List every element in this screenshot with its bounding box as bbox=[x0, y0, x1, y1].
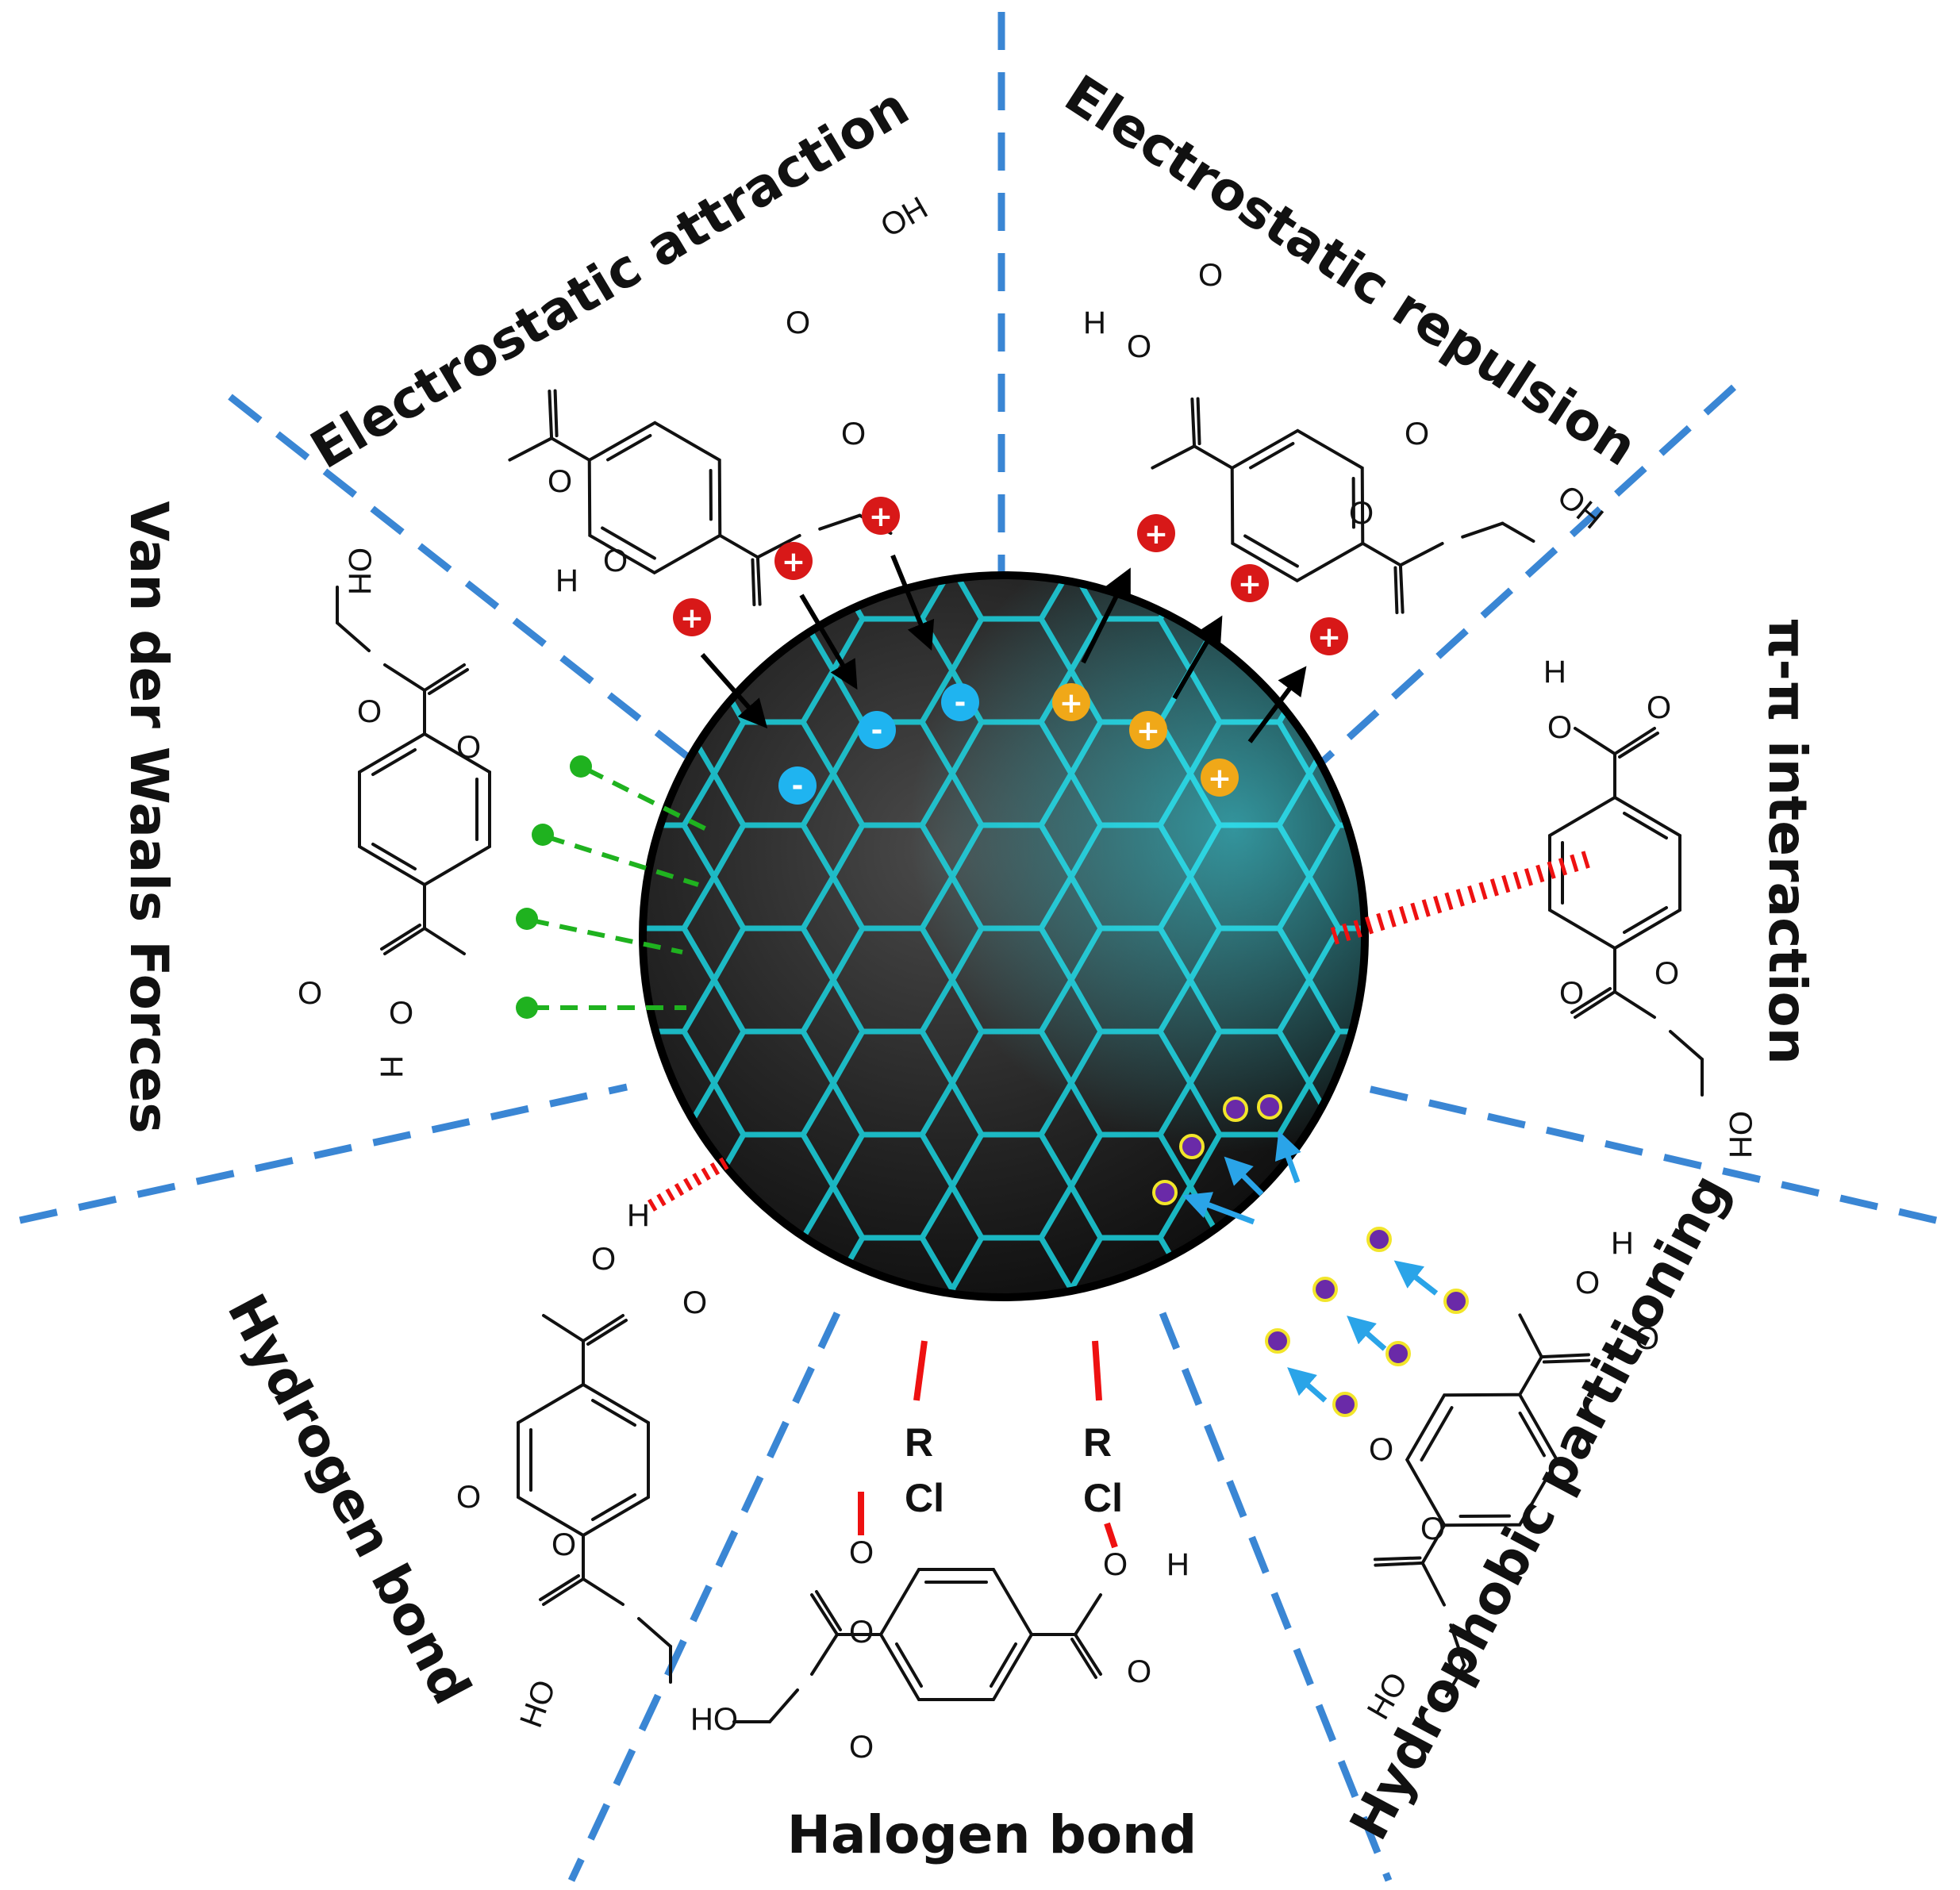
svg-text:OH: OH bbox=[1551, 478, 1609, 536]
svg-text:Cl: Cl bbox=[1083, 1476, 1123, 1520]
svg-text:+: + bbox=[1317, 621, 1341, 654]
svg-text:O: O bbox=[786, 305, 810, 340]
svg-text:O: O bbox=[1127, 329, 1151, 364]
svg-text:H: H bbox=[1166, 1547, 1189, 1582]
svg-text:-: - bbox=[792, 770, 804, 802]
svg-text:O: O bbox=[389, 996, 413, 1031]
attraction-ions: + + + bbox=[673, 497, 935, 729]
label-electrostatic-attraction: Electrostatic attraction bbox=[301, 75, 919, 480]
svg-text:O: O bbox=[1369, 1432, 1393, 1467]
svg-text:O: O bbox=[1420, 1512, 1445, 1546]
svg-text:O: O bbox=[1547, 710, 1572, 745]
svg-text:+: + bbox=[1208, 763, 1232, 795]
label-electrostatic-repulsion: Electrostatic repulsion bbox=[1055, 63, 1647, 478]
svg-text:+: + bbox=[1059, 687, 1083, 720]
svg-text:O: O bbox=[551, 1527, 576, 1562]
svg-text:+: + bbox=[1238, 568, 1262, 601]
svg-text:+: + bbox=[782, 546, 805, 578]
svg-text:O: O bbox=[849, 1615, 874, 1650]
svg-text:O: O bbox=[591, 1242, 616, 1277]
molecule-hydrogen-bond bbox=[518, 1316, 671, 1682]
svg-text:-: - bbox=[955, 686, 967, 719]
halogen-bond-lines bbox=[858, 1340, 1118, 1549]
svg-text:H: H bbox=[627, 1198, 650, 1233]
surface-anion-icon bbox=[941, 683, 979, 721]
svg-text:OH: OH bbox=[342, 547, 377, 595]
divider-lower-right bbox=[1159, 1312, 1393, 1882]
svg-text:R: R bbox=[1083, 1420, 1112, 1465]
surface-cation-icon bbox=[1129, 711, 1167, 749]
cation-icon bbox=[1231, 564, 1269, 602]
svg-text:Cl: Cl bbox=[905, 1476, 944, 1520]
svg-text:H: H bbox=[555, 563, 578, 598]
molecule-vdw bbox=[337, 587, 490, 954]
svg-text:O: O bbox=[1103, 1547, 1128, 1582]
svg-text:O: O bbox=[1127, 1654, 1151, 1689]
svg-text:O: O bbox=[1405, 417, 1429, 451]
divider-left bbox=[19, 1083, 628, 1224]
cation-icon bbox=[1137, 514, 1175, 552]
microplastic-sphere bbox=[639, 571, 1369, 1301]
label-halogen-bond: Halogen bond bbox=[787, 1804, 1197, 1865]
divider-upper-right bbox=[1306, 384, 1737, 777]
svg-text:O: O bbox=[1349, 496, 1374, 531]
svg-text:R: R bbox=[905, 1420, 933, 1465]
molecule-pi-pi bbox=[1550, 728, 1702, 1095]
svg-text:OH: OH bbox=[875, 190, 934, 244]
atom-labels: OH O O O H O H O O O O OH H O O O O OH O… bbox=[298, 190, 1758, 1765]
svg-text:H: H bbox=[1543, 655, 1566, 690]
svg-text:+: + bbox=[680, 602, 704, 635]
label-van-der-waals: Van der Waals Forces bbox=[118, 501, 179, 1133]
svg-text:H: H bbox=[1611, 1226, 1634, 1261]
svg-text:O: O bbox=[357, 694, 382, 729]
cation-icon bbox=[1310, 617, 1348, 655]
svg-text:+: + bbox=[1144, 518, 1168, 551]
molecule-halogen-bond bbox=[734, 1569, 1101, 1722]
divider-lower-left bbox=[567, 1312, 841, 1882]
svg-text:O: O bbox=[603, 544, 628, 578]
divider-upper-left bbox=[228, 394, 717, 781]
label-hydrophobic-partitioning: Hydrophobic partitioning bbox=[1338, 1165, 1741, 1850]
cation-icon bbox=[862, 497, 900, 535]
svg-text:O: O bbox=[1559, 976, 1584, 1011]
svg-text:HO: HO bbox=[513, 1676, 563, 1732]
surface-anion-icon bbox=[858, 711, 896, 749]
svg-text:O: O bbox=[456, 1480, 481, 1515]
svg-text:+: + bbox=[869, 501, 893, 533]
svg-text:O: O bbox=[849, 1730, 874, 1765]
svg-text:O: O bbox=[1198, 258, 1223, 293]
svg-text:HO: HO bbox=[690, 1702, 738, 1737]
label-pi-pi-interaction: π-π interaction bbox=[1757, 617, 1818, 1064]
cation-icon bbox=[673, 598, 711, 636]
svg-text:O: O bbox=[456, 730, 481, 765]
cation-icon bbox=[774, 542, 813, 580]
divider-right bbox=[1359, 1083, 1938, 1224]
svg-text:O: O bbox=[1635, 1321, 1659, 1356]
svg-text:O: O bbox=[849, 1535, 874, 1570]
label-hydrogen-bond: Hydrogen bond bbox=[216, 1285, 483, 1714]
svg-text:O: O bbox=[548, 464, 572, 499]
svg-text:H: H bbox=[374, 1055, 409, 1078]
hydrogen-bond-dashes bbox=[647, 1157, 730, 1212]
svg-text:O: O bbox=[298, 976, 322, 1011]
svg-text:O: O bbox=[841, 417, 866, 451]
svg-text:+: + bbox=[1136, 715, 1160, 747]
repulsion-ions: + + + bbox=[1081, 514, 1348, 743]
surface-charges: - - - + + + bbox=[778, 683, 1239, 805]
surface-anion-icon bbox=[778, 766, 817, 805]
svg-text:O: O bbox=[1575, 1266, 1600, 1300]
svg-text:O: O bbox=[682, 1285, 707, 1320]
svg-text:O: O bbox=[1654, 956, 1679, 991]
hydrophobic-particles bbox=[1152, 1094, 1469, 1417]
svg-text:H: H bbox=[1083, 305, 1106, 340]
svg-text:O: O bbox=[1647, 690, 1671, 725]
pi-pi-dashes bbox=[1330, 848, 1598, 945]
svg-text:OH: OH bbox=[1723, 1111, 1758, 1158]
surface-cation-icon bbox=[1052, 683, 1090, 721]
svg-text:-: - bbox=[871, 714, 883, 747]
surface-cation-icon bbox=[1201, 759, 1239, 797]
vdw-interactions bbox=[516, 755, 708, 1019]
